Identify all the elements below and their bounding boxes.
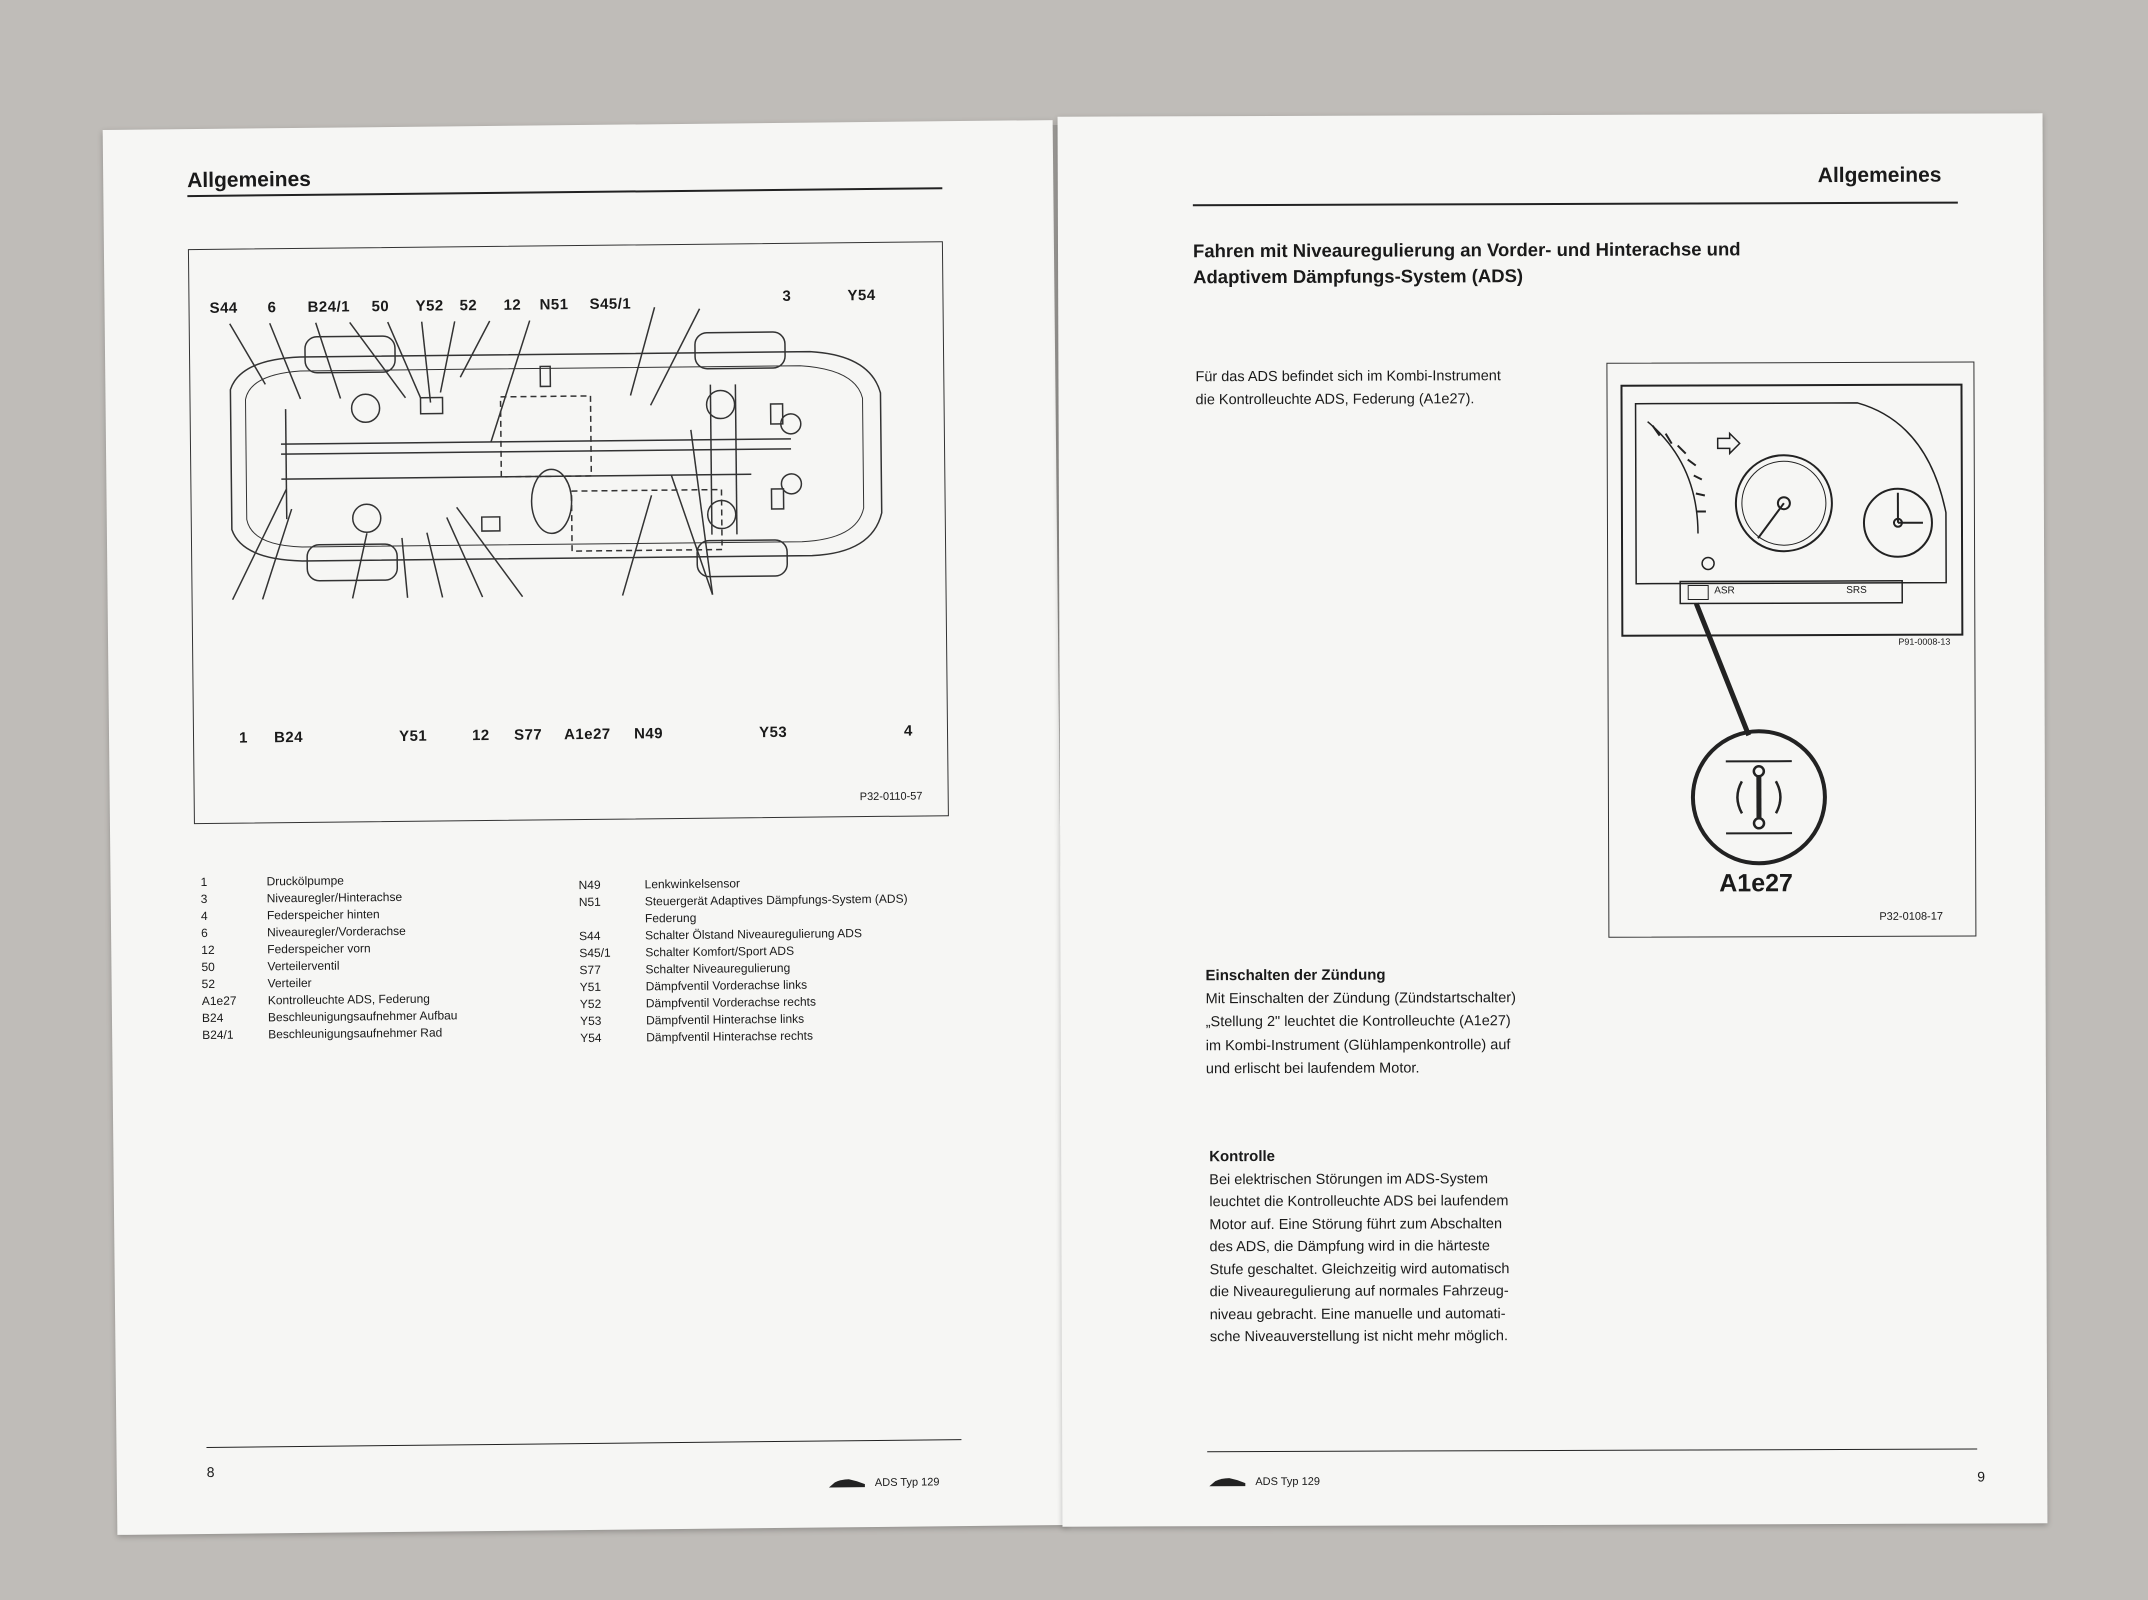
ignition-line-3: im Kombi-Instrument (Glühlampenkontrolle…	[1205, 1036, 1511, 1054]
vehicle-diagram-frame: S44 6 B24/1 50 Y52 52 12 N51 S45/1 3 Y54…	[187, 241, 949, 825]
legend-value: Beschleunigungsaufnehmer Rad	[268, 1025, 443, 1042]
front-right-wheel	[304, 335, 396, 374]
section-title-line-2: Adaptivem Dämpfungs-System (ADS)	[1193, 265, 1524, 288]
right-page: Allgemeines Fahren mit Niveauregulierung…	[1057, 113, 2048, 1527]
control-line-8: sche Niveauverstellung ist nicht mehr mö…	[1209, 1328, 1509, 1346]
control-line-1: Bei elektrischen Störungen im ADS-System	[1209, 1170, 1489, 1188]
diagram-label-4: 4	[903, 722, 913, 740]
diagram-label-y53: Y53	[758, 723, 788, 742]
legend-key: N51	[578, 894, 601, 910]
diagram-label-a1e27: A1e27	[563, 725, 611, 744]
legend-key: N49	[578, 877, 601, 893]
legend-key: 6	[201, 925, 208, 941]
legend-key: 50	[201, 959, 215, 975]
instrument-figure-frame: ASR SRS P91-0008-13 A1e27 P32-0108-17	[1606, 361, 1977, 938]
car-body-outline	[229, 350, 883, 562]
diagram-label-y52: Y52	[415, 297, 444, 315]
right-footer-brand: ADS Typ 129	[1207, 1476, 1320, 1488]
left-footer-rule	[206, 1439, 962, 1448]
diagram-label-n51: N51	[539, 296, 569, 314]
legend-key: S77	[579, 962, 601, 978]
diagram-label-12-top: 12	[503, 296, 522, 314]
legend-key: 1	[200, 874, 208, 890]
intro-text: Für das ADS befindet sich im Kombi-Instr…	[1195, 365, 1595, 412]
diagram-label-50: 50	[371, 298, 390, 316]
control-line-7: niveau gebracht. Eine manuelle und autom…	[1209, 1305, 1506, 1323]
control-heading: Kontrolle	[1209, 1147, 1276, 1166]
legend-key: S44	[579, 928, 601, 944]
legend-key: A1e27	[201, 993, 237, 1009]
legend-key: Y51	[579, 979, 602, 995]
legend-key: S45/1	[579, 945, 611, 961]
rear-right-wheel	[694, 331, 786, 370]
section-control: Kontrolle Bei elektrischen Störungen im …	[1209, 1145, 1640, 1349]
diagram-label-12-bottom: 12	[471, 726, 490, 745]
left-footer-text: ADS Typ 129	[874, 1476, 940, 1489]
diagram-label-52: 52	[459, 297, 478, 315]
srs-indicator-label: SRS	[1846, 584, 1867, 596]
ignition-line-4: und erlischt bei laufendem Motor.	[1205, 1060, 1420, 1078]
intro-line-1: Für das ADS befindet sich im Kombi-Instr…	[1195, 368, 1501, 386]
legend-key: B24	[201, 1010, 224, 1026]
rear-left-wheel	[696, 539, 789, 578]
figure-code: P32-0108-17	[1879, 910, 1943, 923]
right-page-number: 9	[1977, 1468, 1986, 1485]
cluster-inner-code: P91-0008-13	[1898, 636, 1951, 647]
ignition-line-2: „Stellung 2" leuchtet die Kontrolleuchte…	[1205, 1013, 1511, 1031]
right-footer-rule	[1207, 1448, 1978, 1453]
ignition-line-1: Mit Einschalten der Zündung (Zündstartsc…	[1205, 989, 1516, 1007]
diagram-label-b24-1: B24/1	[307, 298, 351, 316]
left-page-header: Allgemeines	[187, 167, 312, 193]
vehicle-diagram	[229, 307, 883, 601]
control-line-6: die Niveauregulierung auf normales Fahrz…	[1209, 1283, 1509, 1301]
section-title-line-1: Fahren mit Niveauregulierung an Vorder- …	[1192, 238, 1741, 262]
legend-key: Y54	[580, 1030, 602, 1046]
control-line-3: Motor auf. Eine Störung führt zum Abscha…	[1209, 1215, 1503, 1233]
section-title: Fahren mit Niveauregulierung an Vorder- …	[1193, 236, 1973, 291]
car-silhouette-icon	[828, 1479, 865, 1488]
ignition-heading: Einschalten der Zündung	[1205, 966, 1386, 985]
control-line-5: Stufe geschaltet. Gleichzeitig wird auto…	[1209, 1260, 1510, 1278]
diagram-label-y54: Y54	[847, 286, 876, 305]
diagram-label-b24: B24	[273, 728, 304, 747]
right-footer-text: ADS Typ 129	[1255, 1475, 1320, 1489]
legend-key	[579, 910, 645, 928]
right-header-rule	[1192, 201, 1958, 207]
diagram-label-s45-1: S45/1	[589, 295, 632, 313]
legend-row: B24/1 Beschleunigungsaufnehmer Rad	[202, 1024, 532, 1044]
legend-key: 52	[201, 976, 216, 992]
diagram-code: P32-0110-57	[859, 790, 923, 804]
car-silhouette-icon	[1209, 1478, 1246, 1487]
left-footer-brand: ADS Typ 129	[827, 1476, 940, 1489]
legend-key: Y52	[579, 996, 602, 1012]
diagram-label-s44: S44	[209, 299, 238, 317]
legend-value: Dämpfventil Hinterachse rechts	[646, 1028, 813, 1045]
right-page-header: Allgemeines	[1817, 163, 1942, 188]
figure-label-a1e27: A1e27	[1719, 869, 1793, 898]
instrument-cluster-drawing	[1620, 383, 1964, 866]
legend-key: B24/1	[202, 1027, 234, 1043]
intro-line-2: die Kontrolleuchte ADS, Federung (A1e27)…	[1195, 391, 1475, 409]
diagram-label-s77: S77	[513, 726, 543, 744]
diagram-label-3: 3	[782, 287, 792, 305]
legend-key: Y53	[579, 1013, 602, 1029]
diagram-label-y51: Y51	[398, 727, 428, 745]
legend-key: 4	[200, 908, 208, 924]
legend-key: 3	[200, 891, 208, 907]
legend-row: Y54 Dämpfventil Hinterachse rechts	[580, 1026, 980, 1047]
control-line-2: leuchtet die Kontrolleuchte ADS bei lauf…	[1209, 1193, 1509, 1211]
legend-key: 12	[201, 942, 215, 958]
control-line-4: des ADS, die Dämpfung wird in die härtes…	[1209, 1238, 1490, 1256]
asr-indicator-label: ASR	[1714, 585, 1735, 597]
diagram-label-1: 1	[238, 729, 248, 747]
front-left-wheel	[306, 543, 399, 582]
section-ignition: Einschalten der Zündung Mit Einschalten …	[1206, 963, 1636, 1082]
left-page-number: 8	[206, 1463, 215, 1480]
diagram-label-6: 6	[267, 299, 277, 317]
diagram-label-n49: N49	[633, 725, 664, 743]
left-page: Allgemeines	[102, 120, 1068, 1535]
